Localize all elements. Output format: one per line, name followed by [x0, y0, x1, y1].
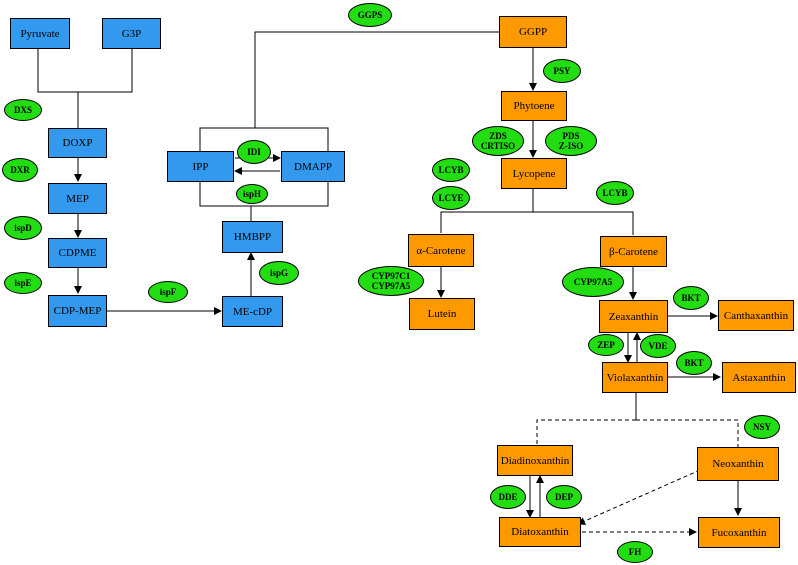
node-fucoxanthin: Fucoxanthin [698, 517, 780, 548]
enzyme-fh: FH [617, 541, 653, 563]
node-diadinoxanthin: Diadinoxanthin [497, 445, 573, 476]
enzyme-dde: DDE [490, 485, 526, 509]
node-zeaxanthin: Zeaxanthin [599, 300, 668, 333]
enzyme-ispd-label: ispD [14, 223, 32, 233]
node-ipp: IPP [167, 151, 234, 182]
enzyme-cyp97c1-label: CYP97C1 [371, 271, 411, 281]
node-cdp-mep: CDP-MEP [48, 295, 107, 327]
enzyme-vde-label: VDE [648, 341, 668, 351]
enzyme-isph: ispH [236, 184, 268, 204]
enzyme-bkt-astaxanthin-label: BKT [684, 358, 704, 368]
enzyme-lcyb-alpha-label: LCYB [438, 165, 464, 175]
enzyme-lcye-label: LCYE [438, 193, 464, 203]
enzyme-ispf: ispF [148, 281, 188, 303]
node-ggpp: GGPP [499, 16, 567, 48]
enzyme-ispg: ispG [259, 261, 299, 285]
node-beta-carotene: β-Carotene [600, 236, 667, 267]
enzyme-lcyb-alpha: LCYB [432, 158, 470, 182]
node-neoxanthin: Neoxanthin [697, 447, 779, 481]
enzyme-bkt-canthaxanthin: BKT [673, 286, 709, 310]
node-dmapp: DMAPP [281, 151, 345, 182]
enzyme-bkt-astaxanthin: BKT [676, 351, 712, 375]
enzyme-ziso-label: Z-ISO [558, 141, 584, 151]
node-diatoxanthin: Diatoxanthin [499, 517, 581, 547]
enzyme-ggps: GGPS [348, 3, 392, 27]
dashed-to-diadinoxanthin [536, 419, 636, 445]
enzyme-ispe: ispE [4, 272, 42, 294]
enzyme-dxs: DXS [4, 99, 42, 121]
enzyme-dxr-label: DXR [10, 165, 30, 175]
enzyme-cyp97a5-beta-label: CYP97A5 [573, 277, 613, 287]
enzyme-dep-label: DEP [555, 492, 573, 502]
enzyme-ispg-label: ispG [269, 268, 288, 278]
enzyme-dep: DEP [546, 485, 582, 509]
lycopene-branch-right [533, 211, 634, 235]
node-me-cdp: ME-cDP [222, 296, 283, 327]
g3p-connector [78, 48, 133, 93]
enzyme-fh-label: FH [628, 547, 642, 557]
enzyme-lcye: LCYE [432, 186, 470, 210]
node-mep: MEP [48, 183, 107, 214]
enzyme-ispe-label: ispE [14, 278, 32, 288]
frame-to-ggpp-connector [254, 31, 499, 128]
enzyme-dxr: DXR [2, 158, 38, 182]
enzyme-zds-label: ZDS [489, 131, 507, 141]
enzyme-idi-label: IDI [247, 147, 261, 157]
enzyme-isph-label: ispH [242, 189, 261, 199]
node-cdpme: CDPME [48, 238, 107, 268]
enzyme-bkt-canthaxanthin-label: BKT [681, 293, 701, 303]
node-alpha-carotene: α-Carotene [408, 234, 474, 267]
enzyme-psy-label: PSY [553, 66, 571, 76]
node-canthaxanthin: Canthaxanthin [718, 300, 794, 331]
neoxanthin-to-diatoxanthin-dashed [577, 469, 701, 525]
enzyme-zep: ZEP [588, 334, 624, 356]
enzyme-ispf-label: ispF [159, 287, 177, 297]
enzyme-dxs-label: DXS [13, 105, 32, 115]
lycopene-branch [440, 188, 534, 233]
node-hmbpp: HMBPP [222, 221, 283, 253]
enzyme-pds-label: PDS [562, 131, 580, 141]
enzyme-cyp97a5-label: CYP97A5 [371, 281, 411, 291]
enzyme-crtiso-label: CRTISO [480, 141, 516, 151]
enzyme-vde: VDE [640, 334, 676, 358]
enzyme-nsy-label: NSY [752, 422, 771, 432]
enzyme-dde-label: DDE [498, 492, 518, 502]
enzyme-ispd: ispD [4, 216, 42, 240]
node-phytoene: Phytoene [501, 91, 567, 121]
enzyme-cyp97-beta: CYP97A5 [562, 267, 624, 297]
node-doxp: DOXP [48, 128, 107, 158]
node-astaxanthin: Astaxanthin [722, 362, 796, 393]
enzyme-lcyb-beta-label: LCYB [602, 188, 628, 198]
node-violaxanthin: Violaxanthin [602, 362, 668, 393]
enzyme-lcyb-beta: LCYB [596, 181, 634, 205]
enzyme-zep-label: ZEP [597, 340, 615, 350]
enzyme-nsy: NSY [744, 415, 780, 439]
pyruvate-connector [37, 48, 78, 93]
enzyme-idi: IDI [237, 140, 271, 164]
node-pyruvate: Pyruvate [10, 18, 70, 49]
node-g3p: G3P [102, 18, 161, 49]
dashed-to-neoxanthin [636, 419, 739, 447]
node-lycopene: Lycopene [501, 158, 567, 189]
enzyme-ggps-label: GGPS [357, 10, 383, 20]
enzyme-psy: PSY [543, 59, 581, 83]
node-lutein: Lutein [409, 298, 475, 330]
